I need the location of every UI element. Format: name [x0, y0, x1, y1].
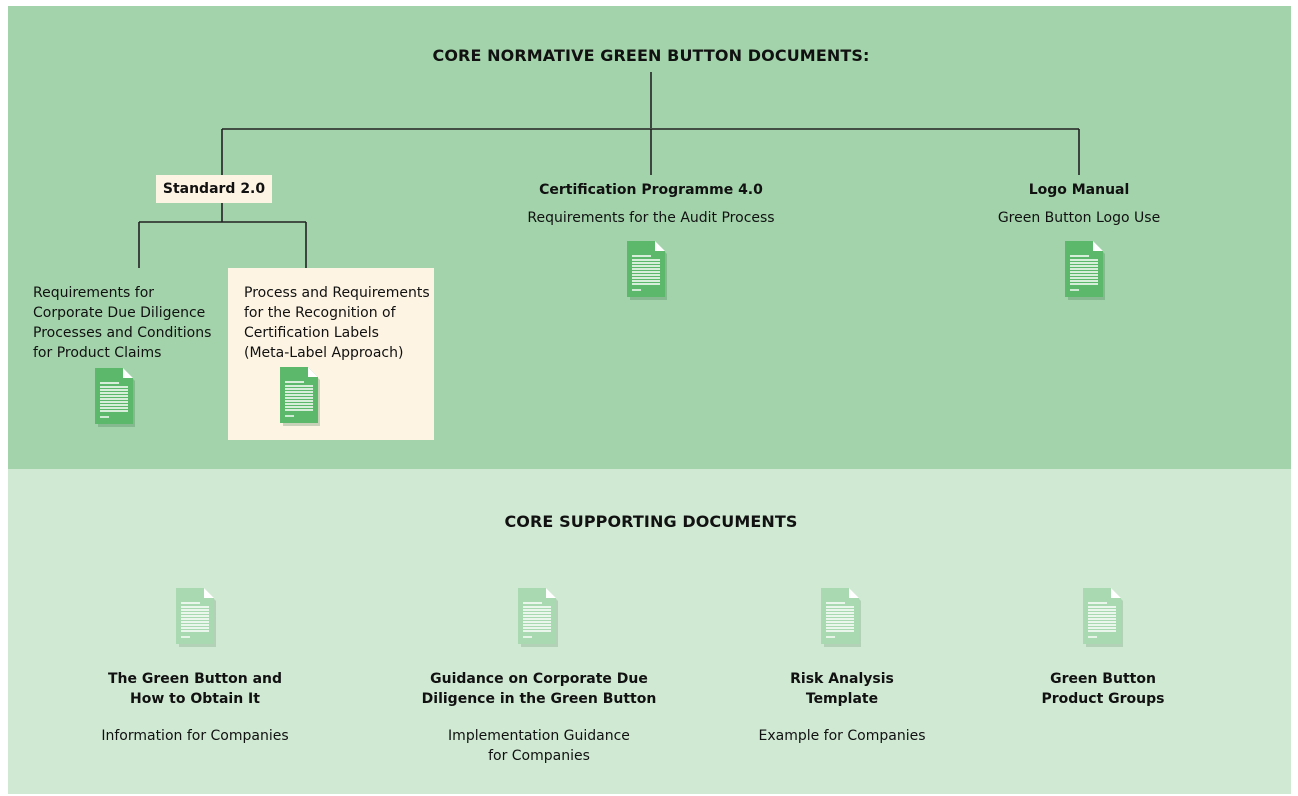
text-line: Corporate Due Diligence	[33, 305, 206, 321]
supporting-documents-panel	[8, 469, 1291, 794]
text-line: Process and Requirements	[244, 285, 430, 301]
normative-heading: CORE NORMATIVE GREEN BUTTON DOCUMENTS:	[432, 46, 870, 65]
text-line: for Companies	[488, 748, 590, 764]
text-line: Requirements for	[33, 285, 155, 301]
text-line: for the Recognition of	[244, 305, 396, 321]
text-line: Processes and Conditions	[33, 325, 212, 341]
supporting-heading: CORE SUPPORTING DOCUMENTS	[504, 512, 798, 531]
logo-manual-title: Logo Manual	[1028, 182, 1130, 198]
meta-label-box	[228, 268, 434, 440]
document-icon	[93, 367, 139, 433]
document-icon	[625, 240, 671, 306]
standard-left-doc-text: Requirements for Corporate Due Diligence…	[33, 283, 223, 363]
text-line: Risk Analysis	[790, 671, 894, 687]
certification-title: Certification Programme 4.0	[539, 182, 763, 198]
text-line: Implementation Guidance	[448, 728, 630, 744]
normative-documents-panel	[8, 6, 1291, 469]
text-line: How to Obtain It	[130, 691, 260, 707]
text-line: (Meta-Label Approach)	[244, 345, 404, 361]
text-line: Guidance on Corporate Due	[430, 671, 648, 687]
text-line: for Product Claims	[33, 345, 162, 361]
text-line: Green Button	[1050, 671, 1156, 687]
text-line: Information for Companies	[101, 728, 289, 744]
text-line: Template	[805, 691, 879, 707]
supporting-item-title: Risk Analysis Template	[722, 669, 962, 709]
supporting-item-title: The Green Button and How to Obtain It	[75, 669, 315, 709]
supporting-item-description: Example for Companies	[722, 726, 962, 746]
logo-manual-subtitle: Green Button Logo Use	[997, 210, 1161, 226]
standard-label: Standard 2.0	[162, 181, 266, 197]
supporting-item-title: Guidance on Corporate Due Diligence in t…	[408, 669, 670, 709]
document-icon	[516, 587, 562, 653]
document-icon	[174, 587, 220, 653]
document-icon	[1063, 240, 1109, 306]
certification-subtitle: Requirements for the Audit Process	[527, 210, 775, 226]
text-line: Product Groups	[1041, 691, 1165, 707]
document-icon	[278, 366, 324, 432]
text-line: Certification Labels	[244, 325, 379, 341]
text-line: Example for Companies	[758, 728, 926, 744]
supporting-item-title: Green Button Product Groups	[983, 669, 1223, 709]
document-icon	[819, 587, 865, 653]
supporting-item-description: Implementation Guidance for Companies	[408, 726, 670, 766]
text-line: Diligence in the Green Button	[421, 691, 657, 707]
standard-label-box: Standard 2.0	[156, 175, 272, 203]
text-line: The Green Button and	[107, 671, 283, 687]
supporting-item-description: Information for Companies	[75, 726, 315, 746]
standard-right-doc-text: Process and Requirements for the Recogni…	[244, 283, 432, 363]
document-icon	[1081, 587, 1127, 653]
